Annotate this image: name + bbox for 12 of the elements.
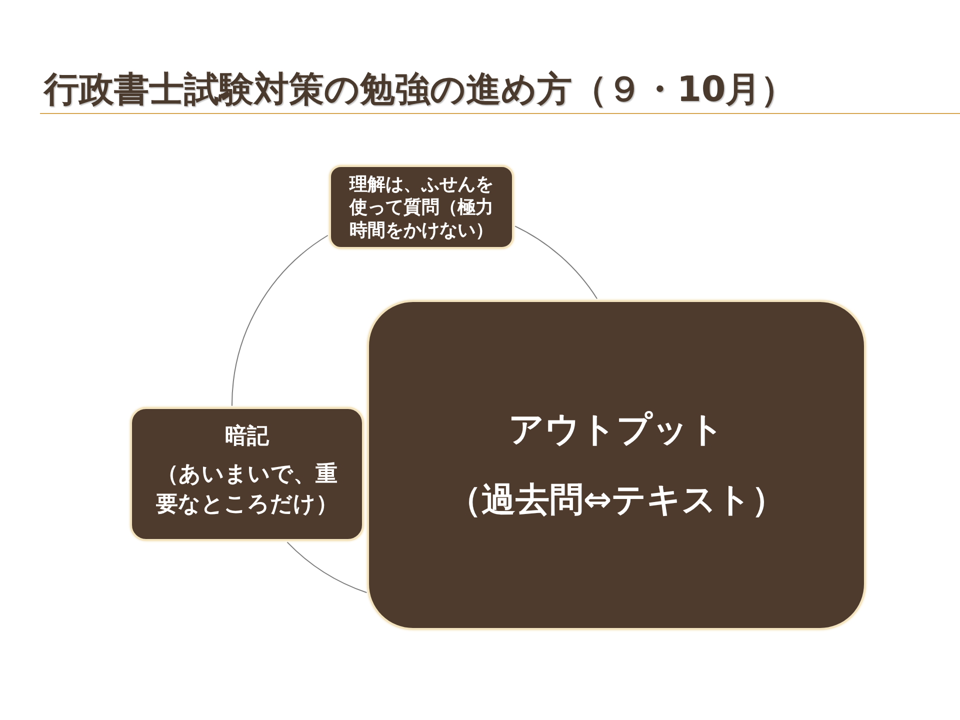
- box-text: （あいまいで、重要なところだけ）: [156, 461, 338, 519]
- cycle-arc: [286, 542, 368, 594]
- process-box: [329, 165, 514, 249]
- slide-title: 行政書士試験対策の勉強の進め方（９・10月）: [44, 69, 796, 112]
- box-text: （過去問⇔テキスト）: [447, 479, 786, 521]
- box-text: 理解は、ふせんを使って質問（極力時間をかけない）: [348, 172, 494, 242]
- process-box: [367, 300, 866, 630]
- box-heading: アウトプット: [508, 409, 724, 451]
- box-heading: 暗記: [225, 423, 269, 451]
- process-box: [130, 407, 364, 541]
- cycle-arc: [232, 234, 328, 406]
- cycle-arc: [514, 226, 598, 300]
